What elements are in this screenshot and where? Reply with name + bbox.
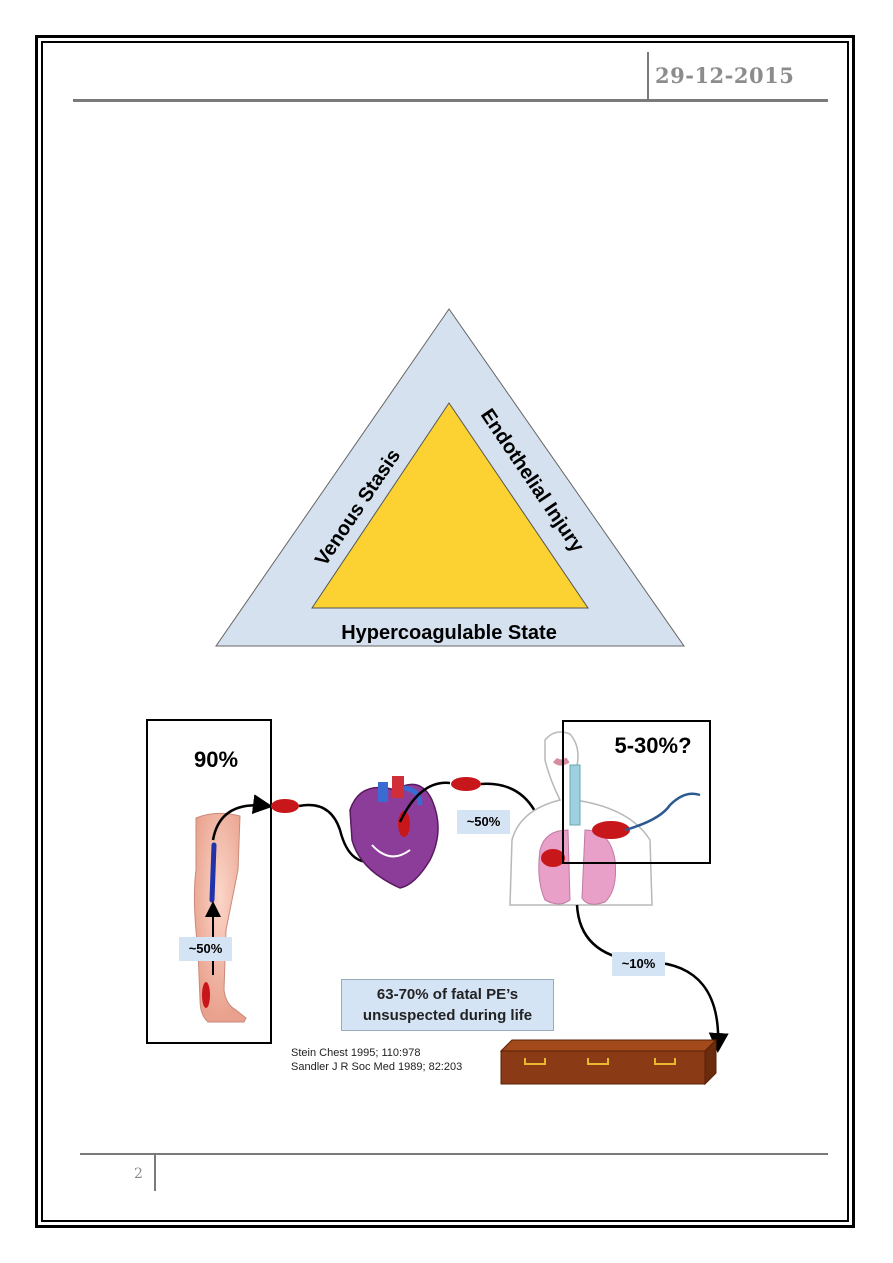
leg-box	[146, 719, 272, 1044]
citation-1: Stein Chest 1995; 110:978	[291, 1047, 421, 1059]
clot-2	[451, 777, 481, 791]
heart-illustration	[349, 776, 439, 889]
lung-to-coffin-arrow	[575, 904, 729, 1053]
header-rule	[73, 99, 828, 102]
leg-to-heart-label: ~50%	[179, 937, 232, 961]
header-date: 29-12-2015	[655, 63, 795, 88]
catheter-line	[624, 792, 701, 832]
leg-to-heart-arrow	[211, 794, 273, 841]
page-border-outer	[35, 35, 855, 1228]
leg-clot	[202, 982, 210, 1008]
clot-1	[271, 799, 299, 813]
lung-box	[562, 720, 711, 864]
citation-2: Sandler J R Soc Med 1989; 82:203	[291, 1061, 463, 1073]
footer-rule	[80, 1153, 828, 1155]
page-number: 2	[134, 1166, 143, 1182]
header-separator	[647, 52, 649, 102]
triad-bottom-label: Hypercoagulable State	[341, 622, 557, 644]
fatal-pe-note: 63-70% of fatal PE’s unsuspected during …	[341, 979, 554, 1031]
leg-vein	[209, 842, 217, 903]
triad-inner-triangle	[311, 402, 589, 609]
heart-to-lung-arrow	[398, 781, 451, 823]
lung-percent: 5-30%?	[614, 733, 691, 758]
note-line-2: unsuspected during life	[362, 1007, 533, 1024]
footer-separator	[154, 1155, 156, 1191]
citations: Stein Chest 1995; 110:978 Sandler J R So…	[291, 1046, 462, 1074]
leg-percent: 90%	[194, 747, 238, 772]
coffin-illustration	[499, 1038, 718, 1086]
page-border-inner	[41, 41, 849, 1222]
lung-to-death-label: ~10%	[612, 952, 665, 976]
note-line-1: 63-70% of fatal PE’s	[376, 986, 519, 1003]
leg-illustration	[193, 812, 247, 1023]
heart-to-lung-label: ~50%	[457, 810, 510, 834]
